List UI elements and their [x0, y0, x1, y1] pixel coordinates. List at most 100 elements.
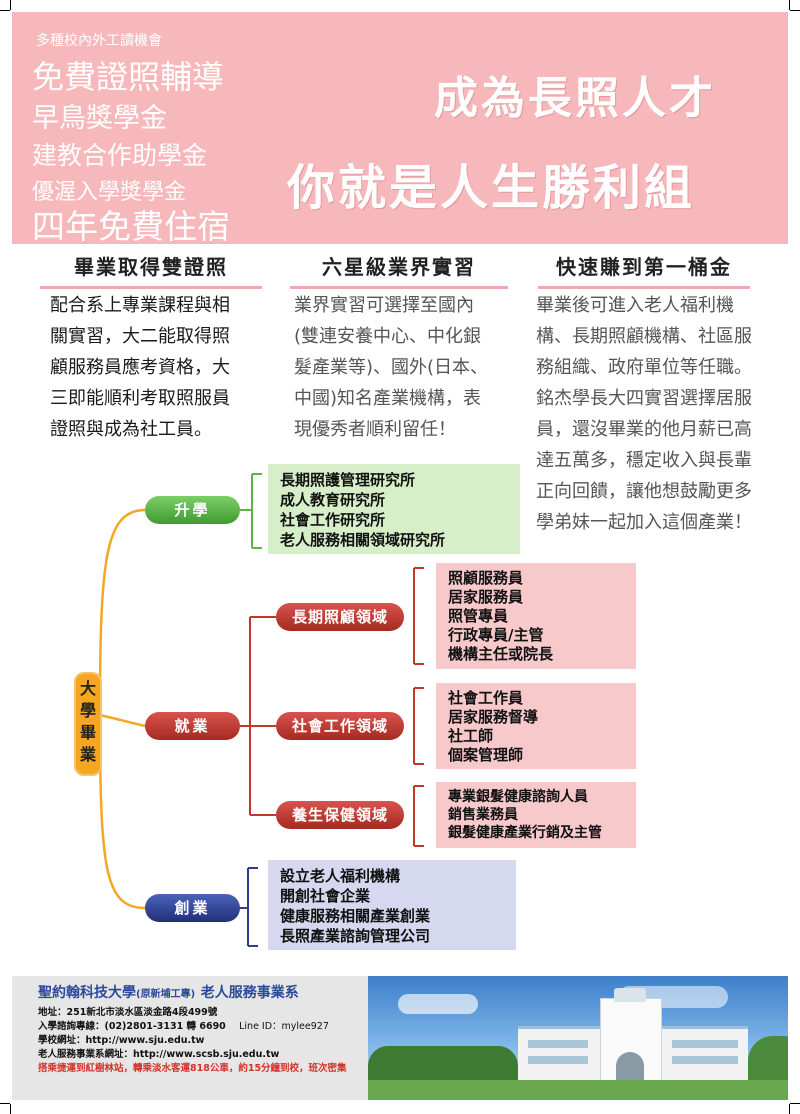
- job-item: 居家服務員: [448, 588, 524, 606]
- job-item: 照管專員: [448, 607, 509, 625]
- school-note: (原新埔工專): [136, 989, 196, 1000]
- window-row: [528, 1056, 588, 1064]
- column-line: 三即能順利考取照服員: [50, 388, 230, 409]
- field-box-long-term-care: 照顧服務員 居家服務員 照管專員 行政專員/主管 機構主任或院長: [436, 563, 636, 669]
- header-line-5: 四年免費住宿: [32, 207, 230, 246]
- header-line-3: 建教合作助學金: [32, 141, 208, 170]
- field-box-social-work: 社會工作員 居家服務督導 社工師 個案管理師: [436, 683, 636, 769]
- field-long-term-care: 長期照顧領域: [276, 603, 404, 631]
- startup-box: 設立老人福利機構 開創社會企業 健康服務相關產業創業 長照產業諮詢管理公司: [268, 860, 516, 950]
- connector-employ-fields: [240, 616, 276, 816]
- job-item: 社工師: [448, 727, 494, 745]
- column-line: 中國)知名產業機構，表: [294, 388, 482, 409]
- campus-photo: [368, 976, 788, 1100]
- study-item: 成人教育研究所: [280, 491, 386, 509]
- crop-mark: [10, 0, 11, 10]
- job-item: 行政專員/主管: [448, 626, 544, 644]
- column-line: 髮產業等)、國外(日本、: [294, 357, 489, 378]
- crop-mark: [0, 1103, 10, 1104]
- brace-field-2: [413, 687, 424, 765]
- crop-mark: [789, 1104, 790, 1114]
- column-title-earnings: 快速賺到第一桶金: [538, 252, 750, 289]
- window-row: [672, 1056, 738, 1064]
- column-line: 現優秀者順利留任！: [294, 419, 456, 440]
- study-item: 長期照護管理研究所: [280, 471, 416, 489]
- column-title-certificates: 畢業取得雙證照: [40, 252, 262, 289]
- job-item: 個案管理師: [448, 746, 524, 764]
- job-item: 社會工作員: [448, 689, 524, 707]
- column-line: 關實習，大二能取得照: [50, 326, 230, 347]
- column-line: 學弟妹一起加入這個產業！: [536, 512, 752, 533]
- job-item: 機構主任或院長: [448, 645, 554, 663]
- header-line-4: 優渥入學獎學金: [32, 180, 187, 205]
- column-body-certificates: 配合系上專業課程與相 關實習，大二能取得照 顧服務員應考資格，大 三即能順利考取…: [50, 290, 280, 445]
- branch-study: 升學: [145, 496, 240, 524]
- job-item: 照顧服務員: [448, 569, 524, 587]
- startup-item: 開創社會企業: [280, 887, 371, 905]
- school-name: 聖約翰科技大學: [38, 985, 136, 1001]
- window-row: [528, 1040, 588, 1048]
- column-line: 構、長期照顧機構、社區服: [536, 326, 752, 347]
- brace-field-3: [413, 785, 424, 847]
- lawn-shape: [368, 1080, 788, 1100]
- cloud-shape: [398, 994, 478, 1014]
- crop-mark: [789, 0, 790, 10]
- job-item: 居家服務督導: [448, 708, 539, 726]
- column-line: 證照與成為社工員。: [50, 419, 212, 440]
- header-banner: 多種校內外工讀機會 免費證照輔導 早鳥獎學金 建教合作助學金 優渥入學獎學金 四…: [12, 12, 788, 246]
- crop-mark: [790, 1103, 800, 1104]
- field-health: 養生保健領域: [276, 801, 404, 829]
- brace-study: [240, 473, 262, 549]
- branch-employ: 就業: [145, 712, 240, 740]
- tower-top-shape: [614, 988, 646, 1002]
- footer-title: 聖約翰科技大學(原新埔工專) 老人服務事業系: [38, 982, 299, 1002]
- field-box-health: 專業銀髮健康諮詢人員 銷售業務員 銀髮健康產業行銷及主管: [436, 782, 636, 848]
- startup-item: 健康服務相關產業創業: [280, 907, 431, 925]
- slogan-2: 你就是人生勝利組: [287, 160, 696, 216]
- crop-mark: [790, 10, 800, 11]
- column-line: (雙連安養中心、中化銀: [294, 326, 482, 347]
- job-item: 銀髮健康產業行銷及主管: [448, 825, 602, 841]
- column-line: 畢業後可進入老人福利機: [536, 295, 734, 316]
- window-row: [672, 1040, 738, 1048]
- field-social-work: 社會工作領域: [276, 712, 404, 740]
- connector-root-startup: [98, 714, 146, 910]
- column-line: 配合系上專業課程與相: [50, 295, 230, 316]
- root-label: 大學畢業: [79, 679, 96, 764]
- tree-shape: [748, 1036, 788, 1086]
- footer-dept-site[interactable]: 老人服務事業系網址：http://www.scsb.sju.edu.tw: [38, 1049, 280, 1060]
- header-line-2: 早鳥獎學金: [32, 103, 167, 134]
- brace-startup: [240, 867, 258, 947]
- footer-phone-row: 入學諮詢專線：(02)2801-3131 轉 6690 Line ID：myle…: [38, 1018, 329, 1032]
- footer-line-id: Line ID：mylee927: [239, 1021, 329, 1032]
- column-line: 顧服務員應考資格，大: [50, 357, 230, 378]
- tree-shape: [368, 1046, 518, 1086]
- column-line: 務組織、政府單位等任職。: [536, 357, 752, 378]
- slogan-1: 成為長照人才: [434, 73, 716, 124]
- connector-root-study: [98, 508, 146, 716]
- brace-field-1: [413, 567, 424, 665]
- column-body-earnings: 畢業後可進入老人福利機 構、長期照顧機構、社區服 務組織、政府單位等任職。 銘杰…: [536, 290, 798, 538]
- footer: 聖約翰科技大學(原新埔工專) 老人服務事業系 地址：251新北市淡水區淡金路4段…: [12, 976, 788, 1100]
- column-body-internship: 業界實習可選擇至國內 (雙連安養中心、中化銀 髮產業等)、國外(日本、 中國)知…: [294, 290, 524, 445]
- startup-item: 設立老人福利機構: [280, 867, 401, 885]
- study-item: 老人服務相關領域研究所: [280, 531, 446, 549]
- column-line: 銘杰學長大四實習選擇居服: [536, 388, 752, 409]
- connector-root-employ: [99, 713, 146, 728]
- header-line-1: 免費證照輔導: [32, 58, 225, 96]
- footer-school-site[interactable]: 學校網址：http://www.sju.edu.tw: [38, 1035, 205, 1046]
- crop-mark: [0, 10, 10, 11]
- job-item: 專業銀髮健康諮詢人員: [448, 789, 588, 805]
- startup-item: 長照產業諮詢管理公司: [280, 927, 431, 945]
- branch-startup: 創業: [145, 894, 240, 922]
- column-line: 業界實習可選擇至國內: [294, 295, 474, 316]
- study-item: 社會工作研究所: [280, 511, 386, 529]
- crop-mark: [10, 1104, 11, 1114]
- job-item: 銷售業務員: [448, 807, 518, 823]
- column-line: 正向回饋，讓他想鼓勵更多: [536, 481, 752, 502]
- column-line: 達五萬多，穩定收入與長輩: [536, 450, 752, 471]
- root-node: [74, 672, 102, 776]
- column-title-internship: 六星級業界實習: [290, 252, 508, 289]
- column-line: 員，還沒畢業的他月薪已高: [536, 419, 752, 440]
